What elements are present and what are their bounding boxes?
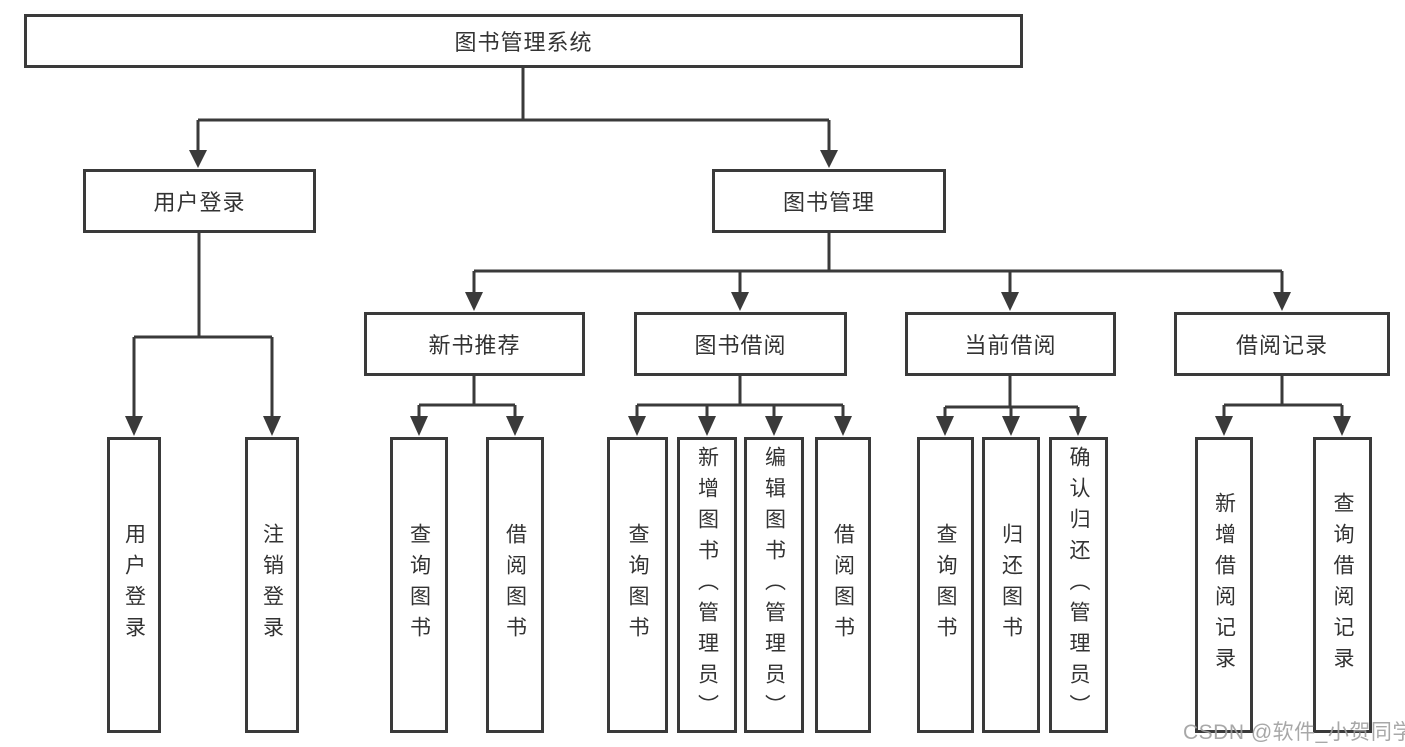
node-current-borrow: 当前借阅 bbox=[905, 312, 1116, 376]
csdn-watermark: CSDN @软件_小贺同学 bbox=[1183, 721, 1405, 744]
node-label: 借阅图书 bbox=[503, 523, 527, 647]
node-label: 图书借阅 bbox=[694, 333, 787, 358]
leaf-edit-book-admin: 编辑图书（管理员） bbox=[744, 437, 804, 733]
leaf-logout: 注销登录 bbox=[245, 437, 299, 733]
leaf-add-borrow-record: 新增借阅记录 bbox=[1195, 437, 1253, 733]
node-label: 查询图书 bbox=[407, 523, 431, 647]
node-label: 确认归还（管理员） bbox=[1067, 445, 1090, 725]
node-label: 查询借阅记录 bbox=[1331, 492, 1354, 678]
node-label: 编辑图书（管理员） bbox=[762, 445, 786, 725]
node-label: 当前借阅 bbox=[964, 333, 1057, 358]
node-label: 查询图书 bbox=[626, 523, 649, 647]
leaf-query-books-2: 查询图书 bbox=[607, 437, 668, 733]
node-label: 新书推荐 bbox=[428, 333, 521, 358]
leaf-query-books-1: 查询图书 bbox=[390, 437, 448, 733]
node-label: 用户登录 bbox=[122, 523, 146, 647]
node-label: 图书管理系统 bbox=[454, 30, 593, 55]
node-label: 新增图书（管理员） bbox=[695, 445, 719, 725]
node-label: 用户登录 bbox=[153, 190, 246, 215]
leaf-borrow-books-1: 借阅图书 bbox=[486, 437, 544, 733]
node-user-login: 用户登录 bbox=[83, 169, 316, 233]
node-root-library-system: 图书管理系统 bbox=[24, 14, 1023, 68]
node-label: 借阅记录 bbox=[1235, 333, 1328, 358]
leaf-query-borrow-record: 查询借阅记录 bbox=[1313, 437, 1372, 733]
leaf-user-login: 用户登录 bbox=[107, 437, 161, 733]
node-book-borrow: 图书借阅 bbox=[634, 312, 847, 376]
node-book-management: 图书管理 bbox=[712, 169, 946, 233]
node-label: 归还图书 bbox=[999, 523, 1023, 647]
node-label: 新增借阅记录 bbox=[1212, 492, 1236, 678]
node-new-book-recommend: 新书推荐 bbox=[364, 312, 585, 376]
leaf-return-book: 归还图书 bbox=[982, 437, 1040, 733]
node-label: 图书管理 bbox=[782, 190, 875, 215]
leaf-borrow-books-2: 借阅图书 bbox=[815, 437, 871, 733]
node-label: 注销登录 bbox=[260, 523, 284, 647]
node-label: 查询图书 bbox=[934, 523, 957, 647]
leaf-confirm-return-admin: 确认归还（管理员） bbox=[1049, 437, 1108, 733]
node-label: 借阅图书 bbox=[831, 523, 855, 647]
leaf-query-books-3: 查询图书 bbox=[917, 437, 974, 733]
leaf-add-book-admin: 新增图书（管理员） bbox=[677, 437, 737, 733]
node-borrow-records: 借阅记录 bbox=[1174, 312, 1390, 376]
